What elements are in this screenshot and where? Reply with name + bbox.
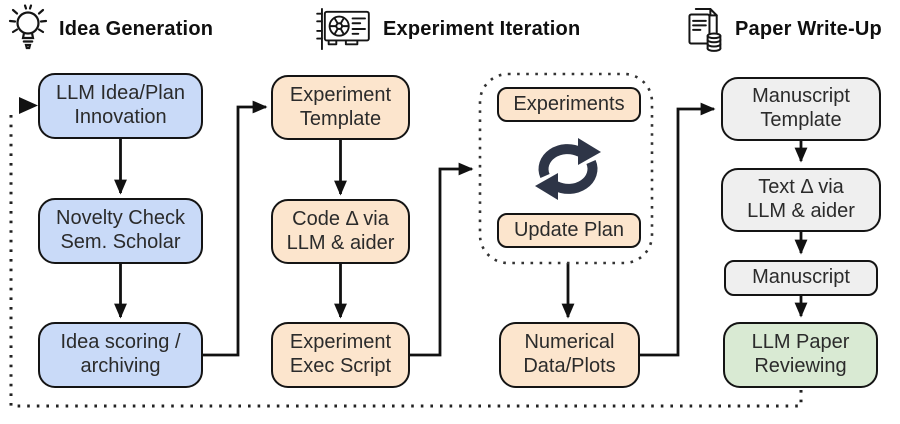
node-label: Manuscript bbox=[752, 266, 850, 289]
node-experiment-exec-script: Experiment Exec Script bbox=[271, 322, 410, 388]
node-idea-scoring: Idea scoring / archiving bbox=[38, 322, 203, 388]
arrow-scoring-to-exp-template bbox=[203, 100, 268, 357]
node-text-delta: Text Δ via LLM & aider bbox=[721, 168, 881, 232]
node-code-delta: Code Δ via LLM & aider bbox=[271, 199, 410, 264]
section-header-idea-generation: Idea Generation bbox=[8, 4, 213, 54]
node-label: Text Δ via LLM & aider bbox=[747, 176, 855, 222]
node-llm-paper-reviewing: LLM Paper Reviewing bbox=[723, 322, 878, 388]
node-label: Code Δ via LLM & aider bbox=[286, 207, 395, 254]
cycle-icon bbox=[528, 132, 608, 206]
node-manuscript-template: Manuscript Template bbox=[721, 77, 881, 141]
node-label: Update Plan bbox=[513, 218, 625, 241]
node-label: Numerical Data/Plots bbox=[523, 331, 616, 377]
gpu-icon bbox=[314, 7, 372, 51]
section-title: Paper Write-Up bbox=[735, 17, 882, 40]
node-label: LLM Idea/Plan Innovation bbox=[56, 82, 185, 128]
node-label: Manuscript Template bbox=[752, 85, 850, 131]
node-label: Novelty Check Sem. Scholar bbox=[56, 207, 185, 253]
section-title: Experiment Iteration bbox=[383, 17, 581, 40]
node-label: LLM Paper Reviewing bbox=[751, 331, 850, 377]
arrow-exec-to-loop bbox=[410, 162, 474, 357]
node-numerical-data-plots: Numerical Data/Plots bbox=[499, 322, 640, 388]
node-novelty-check: Novelty Check Sem. Scholar bbox=[38, 198, 203, 264]
node-label: Experiment Template bbox=[289, 83, 392, 130]
node-experiment-template: Experiment Template bbox=[271, 75, 410, 140]
node-label: Idea scoring / archiving bbox=[60, 331, 181, 377]
lightbulb-icon bbox=[8, 4, 48, 54]
arrow-numerical-to-manuscript-template bbox=[640, 102, 716, 357]
papers-database-icon bbox=[684, 4, 724, 54]
section-title: Idea Generation bbox=[59, 17, 214, 40]
node-manuscript: Manuscript bbox=[724, 260, 878, 296]
dotted-feedback-loop bbox=[9, 112, 803, 408]
section-header-paper-writeup: Paper Write-Up bbox=[684, 4, 882, 54]
node-update-plan: Update Plan bbox=[497, 213, 641, 248]
node-label: Experiments bbox=[513, 92, 625, 115]
node-label: Experiment Exec Script bbox=[289, 331, 392, 377]
section-header-experiment-iteration: Experiment Iteration bbox=[314, 4, 580, 54]
feedback-arrowhead bbox=[19, 97, 38, 114]
node-llm-idea-plan-innovation: LLM Idea/Plan Innovation bbox=[38, 73, 203, 139]
node-experiments: Experiments bbox=[497, 87, 641, 122]
